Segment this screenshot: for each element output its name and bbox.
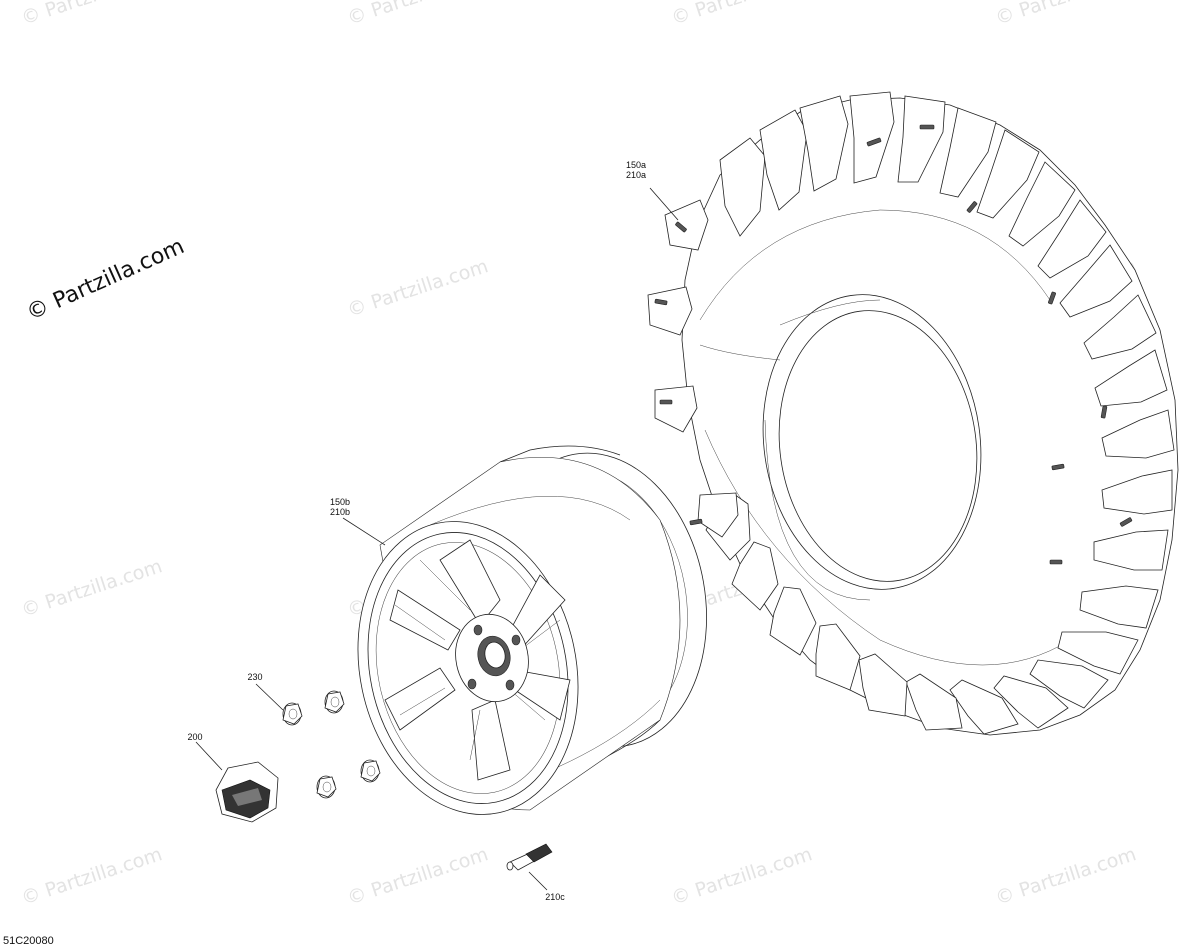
document-id: 51C20080: [3, 935, 54, 947]
rim-drawing: [357, 445, 707, 815]
tire-drawing: [647, 91, 1179, 736]
callout-nut: 230: [247, 672, 263, 682]
callout-cap: 200: [187, 732, 203, 742]
valve-stem-drawing: [506, 843, 553, 871]
callout-tire: 150a 210a: [625, 160, 647, 180]
center-cap-drawing: [215, 761, 279, 823]
callout-rim: 150b 210b: [329, 497, 351, 517]
lug-nuts-drawing: [282, 690, 381, 799]
callout-valve: 210c: [545, 892, 565, 902]
leader-lines: [195, 187, 679, 891]
